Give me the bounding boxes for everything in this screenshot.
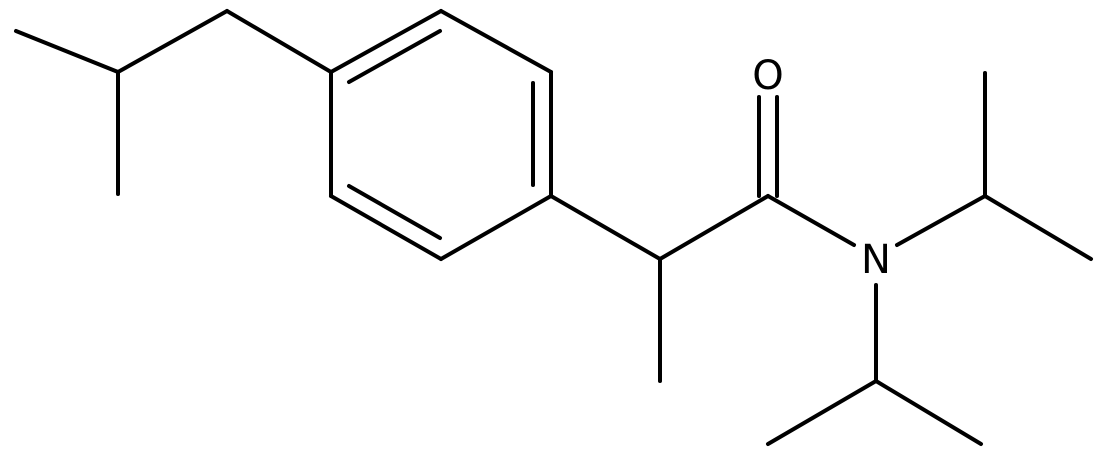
bond-methyl-a-to-ch [14, 29, 120, 74]
bond-ch-lower-to-methyl-left [766, 379, 878, 446]
bond-alpha-carbon-to-carbonyl [658, 194, 770, 261]
bond-ch-to-ch2 [116, 9, 229, 74]
bond-ch2-to-ring [225, 9, 333, 74]
ring-bond-1 [329, 9, 443, 74]
ring-bond-1-inner [347, 29, 442, 84]
n-isopropyl-group-upper [895, 71, 1093, 261]
benzene-ring [329, 9, 553, 261]
bond-ring-to-alpha-carbon [549, 194, 662, 261]
oxygen-atom-label: O [752, 53, 783, 99]
isobutyl-group [14, 9, 333, 196]
ring-bond-5 [329, 194, 443, 261]
bond-ch-lower-to-methyl-right [874, 379, 983, 446]
bond-nitrogen-to-ch-upper [895, 194, 987, 247]
nitrogen-atom-label: N [861, 237, 891, 283]
n-isopropyl-group-lower [766, 283, 983, 446]
bond-carbonyl-to-nitrogen [766, 194, 856, 247]
ring-bond-4 [439, 194, 553, 261]
ring-bond-2 [439, 9, 553, 74]
bond-ch-upper-to-methyl-right [983, 194, 1093, 261]
propanamide-backbone [549, 95, 856, 383]
ring-bond-5-inner [347, 184, 442, 240]
